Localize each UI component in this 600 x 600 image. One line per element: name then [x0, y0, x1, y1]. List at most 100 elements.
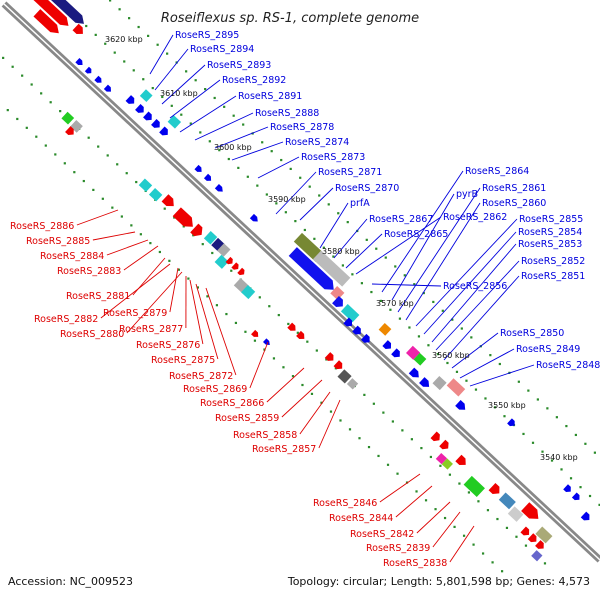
ruler-dot [194, 79, 197, 82]
ruler-dot [54, 153, 57, 156]
ruler-dot [486, 509, 490, 512]
gene-feature [535, 540, 544, 549]
gene-feature [419, 377, 430, 387]
gene-label: RoseRS_2844 [329, 513, 393, 524]
scale-label: 3550 kbp [488, 401, 526, 410]
ruler-dot [429, 455, 433, 459]
ruler-dot [325, 358, 328, 361]
gene-label: RoseRS_2854 [518, 227, 582, 238]
ruler-dot [555, 416, 558, 419]
gene-feature [563, 484, 571, 492]
leader-line [299, 391, 331, 435]
gene-label: RoseRS_2893 [207, 60, 271, 71]
gene-feature [251, 329, 259, 337]
gene-feature [527, 533, 537, 543]
leader-line [106, 239, 149, 256]
ruler-dot [536, 398, 539, 401]
ruler-dots [2, 0, 600, 573]
ruler-dot [306, 340, 309, 343]
scale-label: 3610 kbp [160, 89, 198, 98]
ruler-dot [199, 131, 202, 134]
ruler-dot [351, 273, 354, 276]
ruler-dot [139, 233, 142, 236]
gene-feature [446, 378, 466, 397]
leader-line [451, 332, 499, 369]
ruler-dot [185, 70, 188, 73]
gene-feature [432, 375, 447, 391]
gene-feature [75, 58, 83, 66]
ruler-dot [125, 172, 128, 175]
gene-feature [190, 223, 203, 237]
ruler-dot [465, 379, 468, 382]
ruler-dot [458, 482, 461, 485]
gene-feature [194, 164, 202, 172]
gene-label: RoseRS_2888 [255, 108, 319, 119]
gene-label: RoseRS_2852 [521, 256, 585, 267]
ruler-dot [118, 8, 121, 11]
leader-line [257, 156, 300, 179]
ruler-dot [481, 552, 485, 555]
gene-feature [330, 286, 345, 301]
leader-line [123, 245, 159, 271]
gene-feature [507, 506, 524, 522]
gene-label: RoseRS_2884 [40, 251, 104, 262]
gene-label: RoseRS_2870 [335, 183, 399, 194]
ruler-dot [208, 140, 211, 143]
ruler-dot [277, 313, 280, 317]
scale-label: 3600 kbp [214, 143, 252, 152]
ruler-dot [63, 162, 66, 165]
gene-label: RoseRS_2851 [521, 271, 585, 282]
gene-feature [214, 184, 223, 192]
ruler-dot [569, 477, 573, 480]
gene-label: RoseRS_2860 [482, 198, 546, 209]
ruler-dot [173, 216, 176, 219]
ruler-dot [420, 446, 423, 450]
gene-label: RoseRS_2892 [222, 75, 286, 86]
ruler-dot [436, 353, 440, 356]
gene-label: RoseRS_2875 [151, 355, 215, 366]
ruler-dot [120, 215, 123, 218]
gene-feature [249, 213, 258, 222]
gene-feature [521, 502, 539, 519]
ruler-dot [375, 247, 378, 250]
ruler-dot [455, 370, 459, 373]
leader-line [415, 218, 518, 327]
ruler-dot [151, 86, 154, 90]
gene-label: RoseRS_2877 [119, 324, 183, 335]
ruler-dot [401, 429, 404, 432]
gene-label: RoseRS_2891 [238, 91, 302, 102]
ruler-dot [218, 149, 221, 152]
gene-feature [378, 323, 392, 336]
ruler-dot [163, 207, 166, 210]
ruler-dot [417, 335, 421, 338]
gene-feature [332, 295, 343, 308]
ruler-dot [291, 375, 295, 378]
leader-line [76, 209, 119, 226]
gene-feature [72, 23, 83, 35]
ruler-dot [211, 251, 214, 255]
gene-label: RoseRS_2858 [233, 430, 297, 441]
gene-feature [337, 369, 352, 384]
ruler-dot [363, 393, 366, 396]
ruler-dot [389, 308, 392, 311]
ruler-dot [560, 468, 563, 471]
ruler-dot [158, 250, 161, 254]
gene-feature [231, 262, 239, 270]
gene-feature [413, 352, 427, 366]
gene-label: RoseRS_2872 [169, 371, 233, 382]
ruler-dot [391, 420, 394, 423]
ruler-dot [253, 339, 257, 342]
leader-line [169, 79, 221, 119]
ruler-dot [498, 362, 501, 366]
leader-line [371, 283, 442, 287]
gene-feature [360, 333, 370, 343]
leader-line [416, 501, 451, 534]
gene-feature [343, 317, 353, 327]
ruler-dot [2, 56, 5, 60]
ruler-dot [73, 171, 76, 174]
accession-text: Accession: NC_009523 [8, 575, 133, 588]
ruler-dot [170, 104, 173, 107]
gene-feature [463, 475, 485, 497]
ruler-dot [584, 442, 587, 445]
ruler-dot [451, 318, 454, 321]
